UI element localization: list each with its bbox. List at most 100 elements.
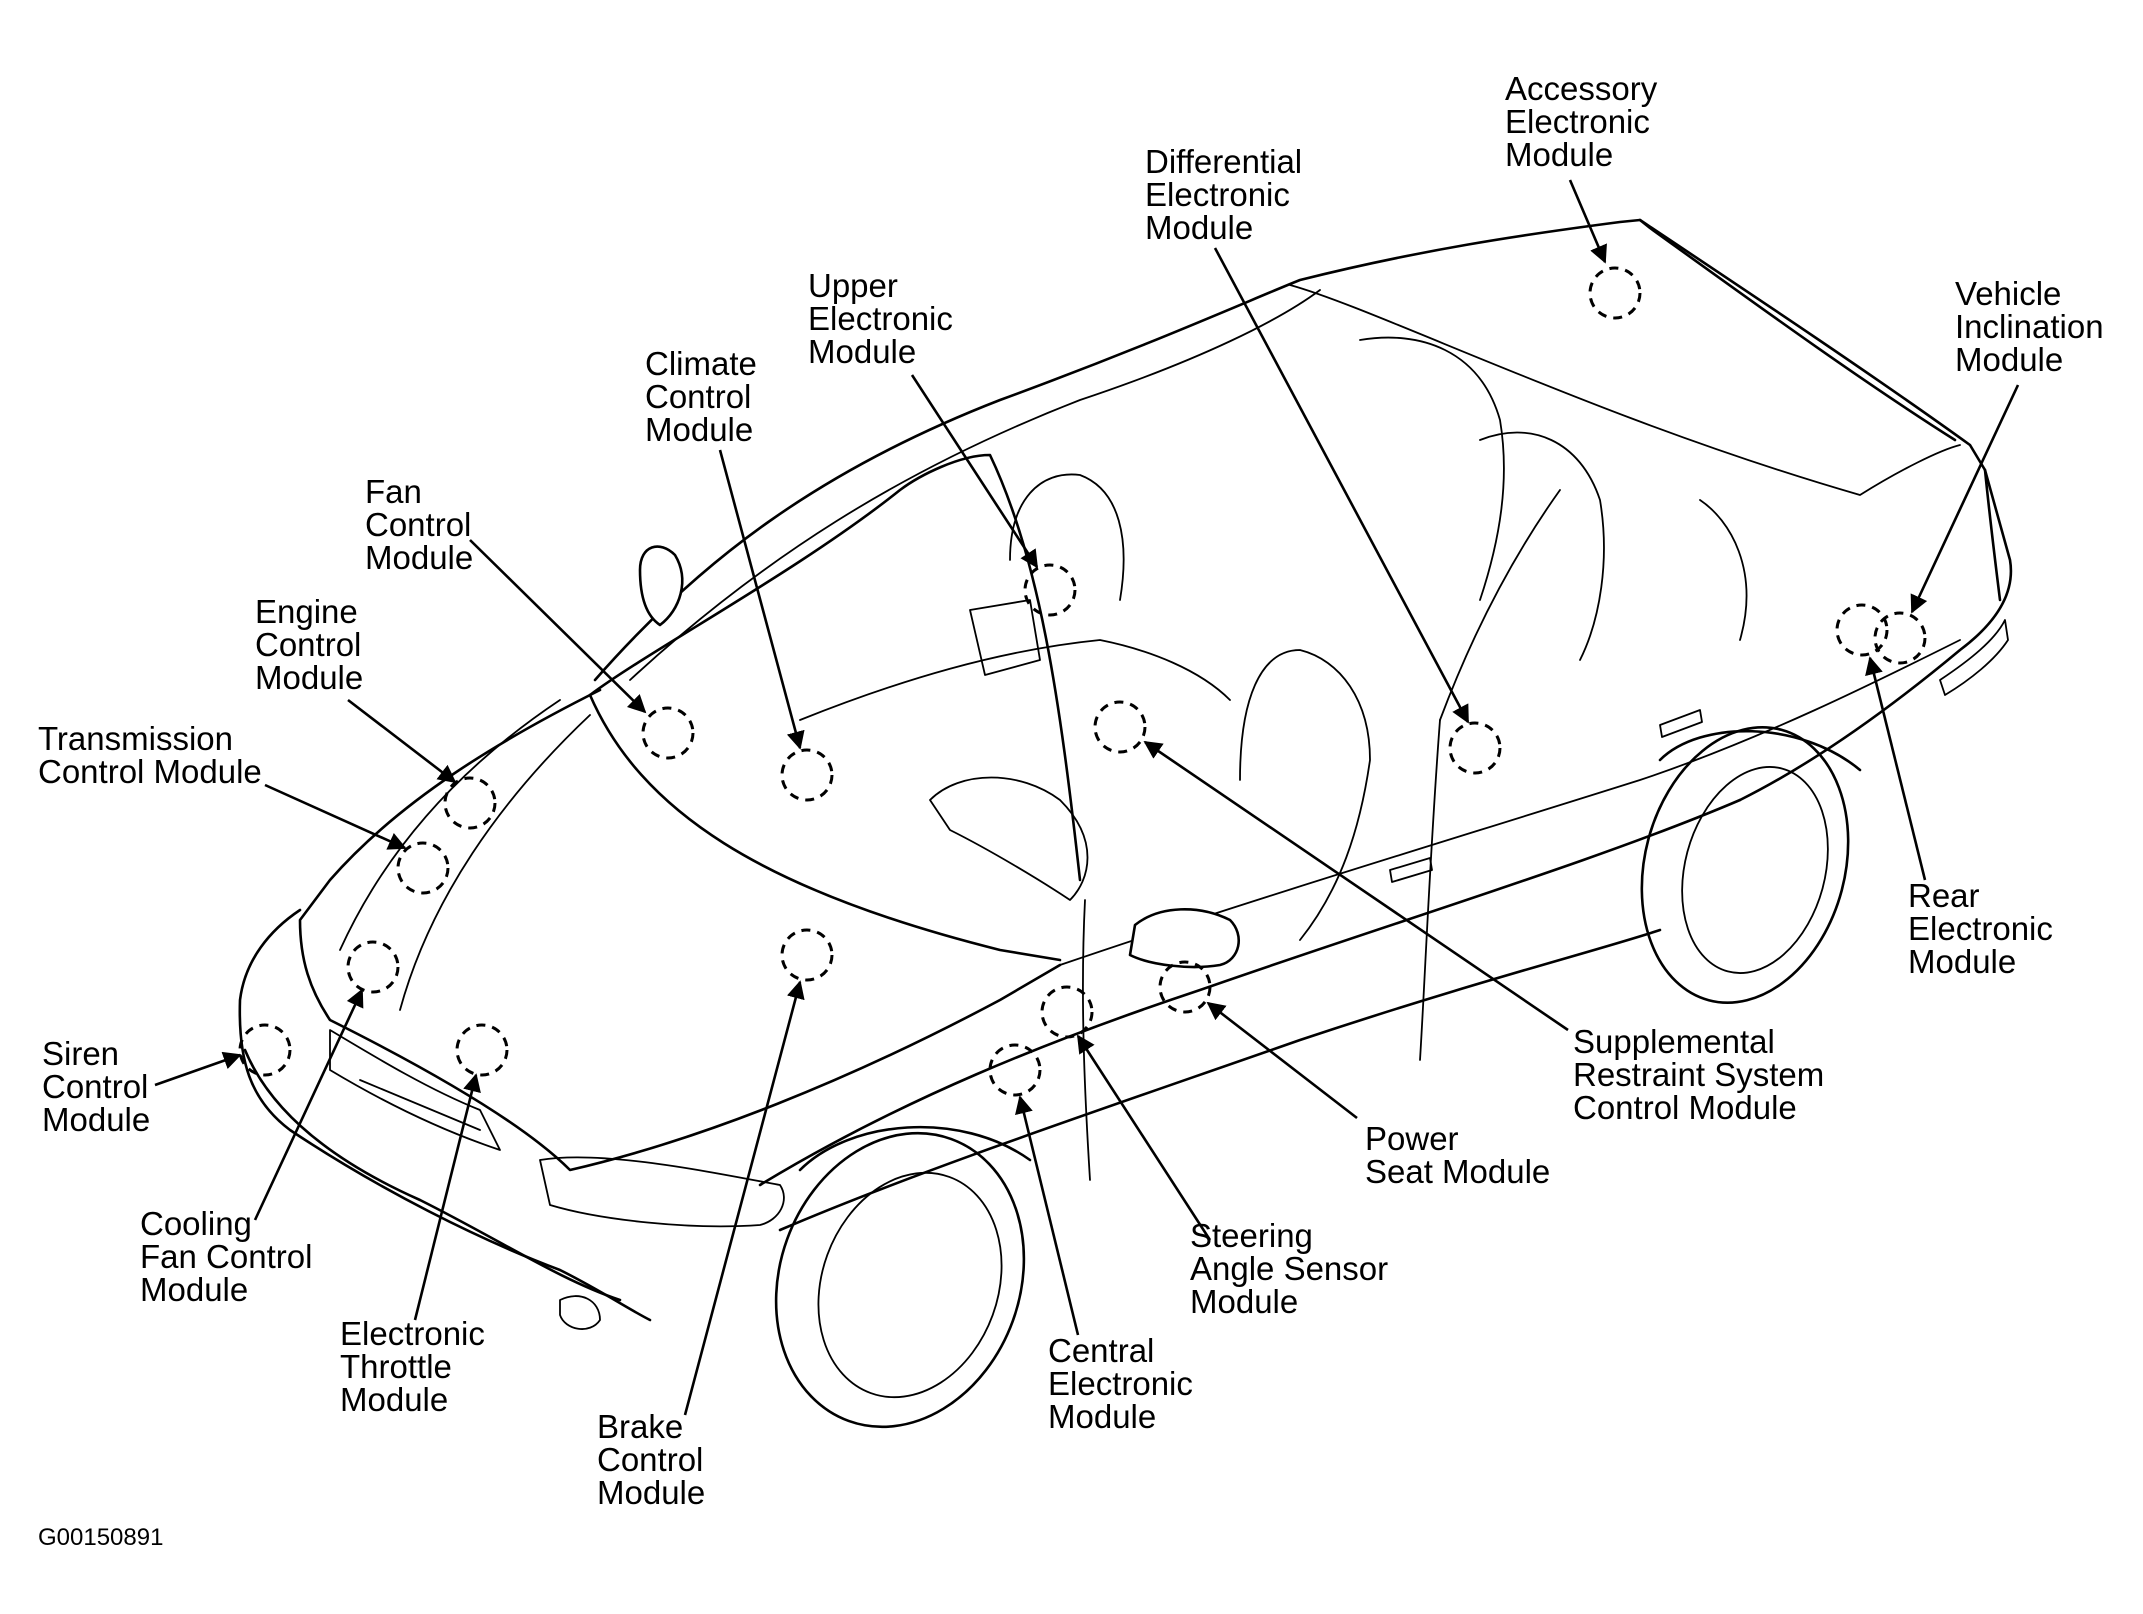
label-accessory: Accessory Electronic Module	[1505, 70, 1658, 173]
b-pillar	[1439, 489, 1561, 721]
label-cooling-fan: Cooling Fan Control Module	[140, 1205, 312, 1308]
label-fan: Fan Control Module	[365, 473, 473, 576]
leader-accessory	[1568, 179, 1607, 264]
front-fascia	[238, 908, 652, 1322]
label-transmission-line1: Transmission	[38, 720, 233, 757]
leader-engine	[347, 698, 457, 784]
leader-fan	[469, 539, 647, 714]
marker-srs	[1093, 700, 1147, 754]
label-power-seat: Power Seat Module	[1365, 1120, 1550, 1190]
leader-brake	[683, 980, 805, 1416]
label-climate-line2: Control	[645, 378, 751, 415]
side-sill	[758, 798, 1742, 1187]
left-side-mirror	[638, 545, 684, 627]
rear-seat	[1359, 336, 1505, 601]
marker-rear	[1835, 603, 1889, 657]
label-engine-line3: Module	[255, 659, 363, 696]
marker-cooling-fan	[346, 940, 400, 994]
hood-outline	[298, 688, 1062, 1172]
dashboard	[799, 639, 1231, 721]
front-bumper	[243, 1048, 622, 1302]
label-central-line1: Central	[1048, 1332, 1154, 1369]
door-handle-front	[1389, 857, 1433, 883]
grille	[329, 1029, 501, 1151]
side-crease	[1059, 639, 1961, 966]
label-central: Central Electronic Module	[1048, 1332, 1193, 1435]
label-climate-line3: Module	[645, 411, 753, 448]
rear-wheel	[1640, 726, 1862, 1004]
marker-differential	[1448, 721, 1502, 775]
windshield-lower	[588, 693, 1062, 962]
label-brake-line2: Control	[597, 1441, 703, 1478]
marker-power-seat	[1158, 960, 1212, 1014]
leader-central	[1015, 1095, 1080, 1336]
label-power-seat-line1: Power	[1365, 1120, 1459, 1157]
rear-lamp	[1939, 619, 2009, 696]
label-engine-line2: Control	[255, 626, 361, 663]
label-central-line2: Electronic	[1048, 1365, 1193, 1402]
label-transmission-line2: Control Module	[38, 753, 262, 790]
label-upper-line3: Module	[808, 333, 916, 370]
label-central-line3: Module	[1048, 1398, 1156, 1435]
side-rocker	[778, 928, 1662, 1232]
rear-door-edge	[1419, 719, 1441, 1061]
label-srs: Supplemental Restraint System Control Mo…	[1573, 1023, 1824, 1126]
label-climate-line1: Climate	[645, 345, 757, 382]
label-brake: Brake Control Module	[597, 1408, 705, 1511]
rearview-mirror	[969, 599, 1041, 676]
label-engine-line1: Engine	[255, 593, 358, 630]
front-door-edge	[1082, 899, 1091, 1181]
headlamp	[539, 1156, 785, 1228]
label-brake-line1: Brake	[597, 1408, 683, 1445]
label-steering-angle-line1: Steering	[1190, 1217, 1313, 1254]
leader-srs	[1143, 740, 1569, 1032]
label-steering-angle: Steering Angle Sensor Module	[1190, 1217, 1388, 1320]
grille-bar	[359, 1079, 481, 1131]
label-brake-line3: Module	[597, 1474, 705, 1511]
hood-crease-2	[399, 714, 591, 1011]
label-rear-line2: Electronic	[1908, 910, 2053, 947]
leader-transmission	[264, 783, 407, 850]
leader-siren	[154, 1051, 242, 1087]
label-differential-line3: Module	[1145, 209, 1253, 246]
figure-id: G00150891	[38, 1524, 163, 1551]
front-wheel	[774, 1125, 1032, 1429]
label-electronic-throttle: Electronic Throttle Module	[340, 1315, 485, 1418]
label-steering-angle-line3: Module	[1190, 1283, 1298, 1320]
car-roof-rear-edge	[1638, 218, 1957, 442]
hood-crease	[339, 699, 561, 951]
label-power-seat-line2: Seat Module	[1365, 1153, 1550, 1190]
label-siren-line3: Module	[42, 1101, 150, 1138]
right-side-mirror	[1128, 908, 1240, 969]
leader-steering-angle	[1076, 1034, 1212, 1241]
label-cooling-fan-line2: Fan Control	[140, 1238, 312, 1275]
label-differential-line1: Differential	[1145, 143, 1302, 180]
leader-climate	[718, 449, 805, 750]
leader-differential	[1213, 247, 1470, 724]
marker-siren	[238, 1023, 292, 1077]
marker-electronic-throttle	[455, 1023, 509, 1077]
label-upper-line2: Electronic	[808, 300, 953, 337]
marker-accessory	[1588, 266, 1642, 320]
label-siren: Siren Control Module	[42, 1035, 150, 1138]
marker-vehicle-inclination	[1873, 611, 1927, 665]
label-climate: Climate Control Module	[645, 345, 757, 448]
door-handle-rear	[1659, 709, 1703, 738]
leader-power-seat	[1206, 1001, 1358, 1120]
leader-lines	[154, 179, 2020, 1416]
leader-cooling-fan	[253, 988, 364, 1221]
label-upper: Upper Electronic Module	[808, 267, 953, 370]
label-accessory-line1: Accessory	[1505, 70, 1658, 107]
marker-transmission	[396, 841, 450, 895]
marker-upper	[1023, 563, 1077, 617]
label-vehicle-inclination-line1: Vehicle	[1955, 275, 2061, 312]
label-rear: Rear Electronic Module	[1908, 877, 2053, 980]
label-cooling-fan-line1: Cooling	[140, 1205, 252, 1242]
module-markers	[238, 266, 1927, 1097]
car-illustration	[238, 218, 2013, 1429]
windshield	[588, 453, 1082, 882]
label-srs-line1: Supplemental	[1573, 1023, 1775, 1060]
label-transmission: Transmission Control Module	[38, 720, 262, 790]
rear-quarter	[1738, 468, 2013, 802]
